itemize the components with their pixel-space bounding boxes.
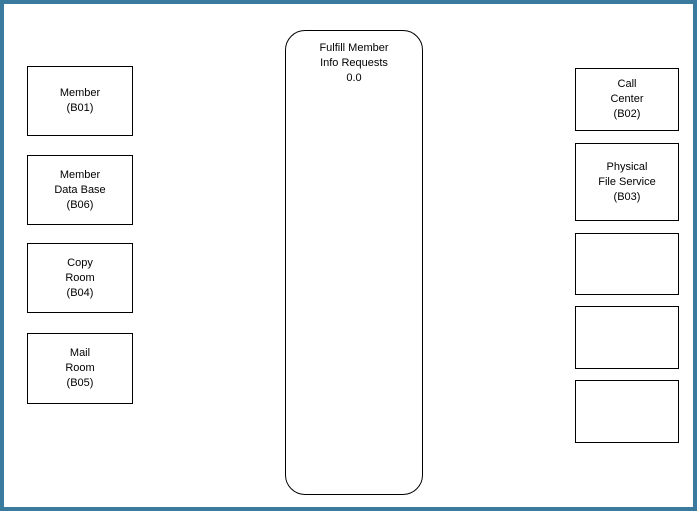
entity-label-line: (B04): [66, 286, 94, 299]
process-node-fulfill-member-info-requests[interactable]: Fulfill Member Info Requests 0.0: [285, 30, 423, 495]
entity-label-line: (B02): [613, 108, 641, 120]
entity-label-line: (B05): [66, 377, 94, 389]
entity-node-member-data-base-b06[interactable]: Member Data Base (B06): [27, 155, 133, 225]
entity-label-line: File Service: [598, 175, 656, 188]
entity-label-line: Member: [59, 87, 101, 99]
entity-node-physical-file-service-b03[interactable]: Physical File Service (B03): [575, 143, 679, 221]
entity-label-line: Room: [65, 271, 95, 284]
process-number: 0.0: [346, 72, 362, 84]
entity-label-line: Copy: [67, 256, 93, 269]
entity-node-empty-3[interactable]: [575, 380, 679, 443]
entity-label-line: (B01): [66, 102, 94, 114]
entity-label-line: Physical: [606, 160, 648, 173]
entity-label-line: Member: [59, 168, 101, 181]
entity-label-line: Data Base: [54, 183, 106, 196]
entity-label-line: Mail: [69, 347, 91, 359]
entity-label-line: (B06): [66, 198, 94, 211]
entity-label-line: Room: [65, 362, 95, 374]
entity-node-call-center-b02[interactable]: Call Center (B02): [575, 68, 679, 131]
process-label-line: Info Requests: [320, 57, 388, 69]
entity-node-mail-room-b05[interactable]: Mail Room (B05): [27, 333, 133, 404]
process-label-line: Fulfill Member: [319, 42, 389, 54]
entity-node-empty-2[interactable]: [575, 306, 679, 369]
entity-label-line: (B03): [613, 190, 641, 203]
entity-node-empty-1[interactable]: [575, 233, 679, 295]
entity-label-line: Center: [610, 93, 644, 105]
entity-node-copy-room-b04[interactable]: Copy Room (B04): [27, 243, 133, 313]
entity-node-member-b01[interactable]: Member (B01): [27, 66, 133, 136]
entity-label-line: Call: [617, 78, 637, 90]
